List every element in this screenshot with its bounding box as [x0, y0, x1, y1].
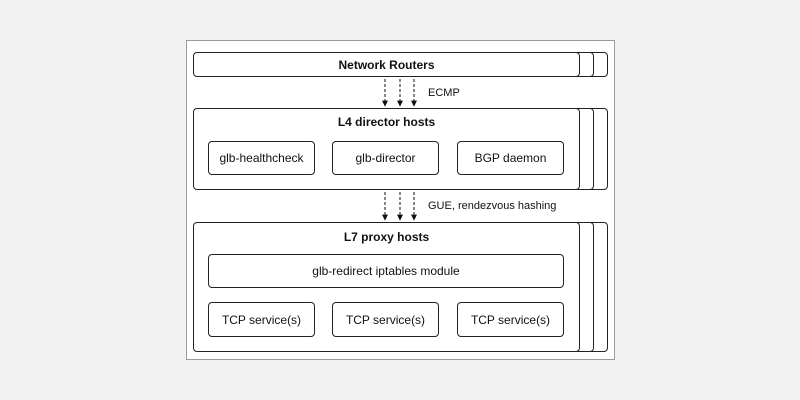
ecmp-label: ECMP [428, 87, 460, 99]
glb-director-box: glb-director [332, 141, 439, 175]
routers-title: Network Routers [338, 58, 435, 72]
gue-label: GUE, rendezvous hashing [428, 200, 557, 212]
bgp-daemon-box: BGP daemon [457, 141, 564, 175]
glb-healthcheck-box: glb-healthcheck [208, 141, 315, 175]
routers-box: Network Routers [193, 52, 580, 77]
proxy-title: L7 proxy hosts [343, 230, 430, 244]
tcp-service-box-1: TCP service(s) [208, 302, 315, 337]
tcp-service-box-2: TCP service(s) [332, 302, 439, 337]
tcp-service-box-3: TCP service(s) [457, 302, 564, 337]
director-title: L4 director hosts [337, 115, 436, 129]
glb-redirect-module-box: glb-redirect iptables module [208, 254, 564, 288]
